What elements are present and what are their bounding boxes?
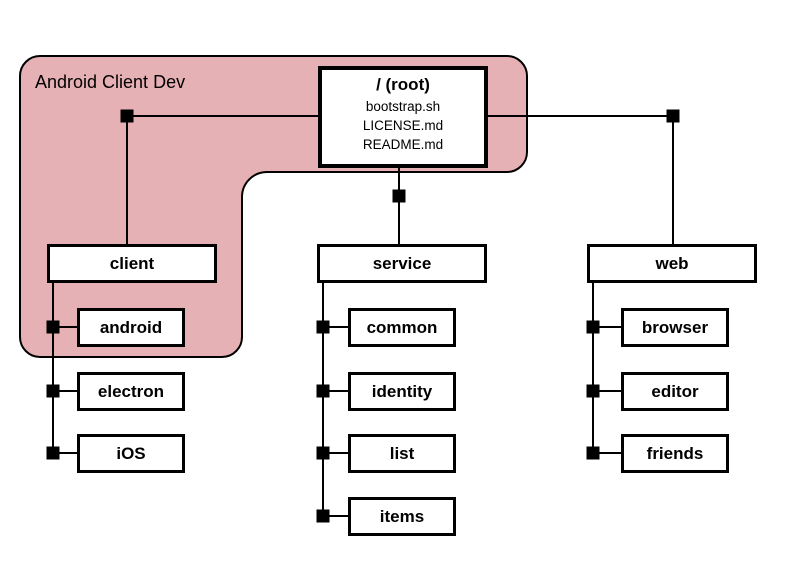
connector-dot-android [46, 320, 60, 334]
node-ios-label: iOS [116, 444, 146, 463]
node-list: list [348, 434, 456, 473]
connector-dot-electron [46, 384, 60, 398]
node-ios: iOS [77, 434, 185, 473]
node-root: / (root) bootstrap.sh LICENSE.md README.… [318, 66, 488, 168]
node-editor-label: editor [651, 382, 699, 401]
node-web: web [587, 244, 757, 283]
node-common: common [348, 308, 456, 347]
node-friends-label: friends [646, 444, 704, 463]
connector-dot-list [316, 446, 330, 460]
connector-dot-items [316, 509, 330, 523]
node-items: items [348, 497, 456, 536]
node-browser-label: browser [641, 318, 709, 337]
node-client: client [47, 244, 217, 283]
node-common-label: common [366, 318, 438, 337]
node-client-label: client [109, 254, 155, 273]
node-android: android [77, 308, 185, 347]
node-electron: electron [77, 372, 185, 411]
node-web-label: web [655, 254, 689, 273]
connector-dot-identity [316, 384, 330, 398]
node-root-file-bootstrap: bootstrap.sh [365, 99, 441, 114]
node-root-file-readme: README.md [362, 137, 444, 152]
node-items-label: items [379, 507, 425, 526]
region-label-android-client-dev: Android Client Dev [35, 72, 186, 92]
connector-dot-service-branch [392, 189, 406, 203]
connector-dot-editor [586, 384, 600, 398]
node-identity: identity [348, 372, 456, 411]
node-electron-label: electron [97, 382, 165, 401]
connector-dot-web-branch [666, 109, 680, 123]
node-editor: editor [621, 372, 729, 411]
node-identity-label: identity [371, 382, 433, 401]
node-android-label: android [99, 318, 163, 337]
connector-dot-browser [586, 320, 600, 334]
connector-dot-common [316, 320, 330, 334]
node-friends: friends [621, 434, 729, 473]
connector-dot-friends [586, 446, 600, 460]
node-root-title: / (root) [376, 75, 430, 94]
connector-dots [46, 109, 680, 523]
connector-dot-client-branch [120, 109, 134, 123]
node-service: service [317, 244, 487, 283]
node-list-label: list [389, 444, 415, 463]
node-root-file-license: LICENSE.md [362, 118, 444, 133]
node-browser: browser [621, 308, 729, 347]
node-service-label: service [372, 254, 432, 273]
connector-dot-ios [46, 446, 60, 460]
